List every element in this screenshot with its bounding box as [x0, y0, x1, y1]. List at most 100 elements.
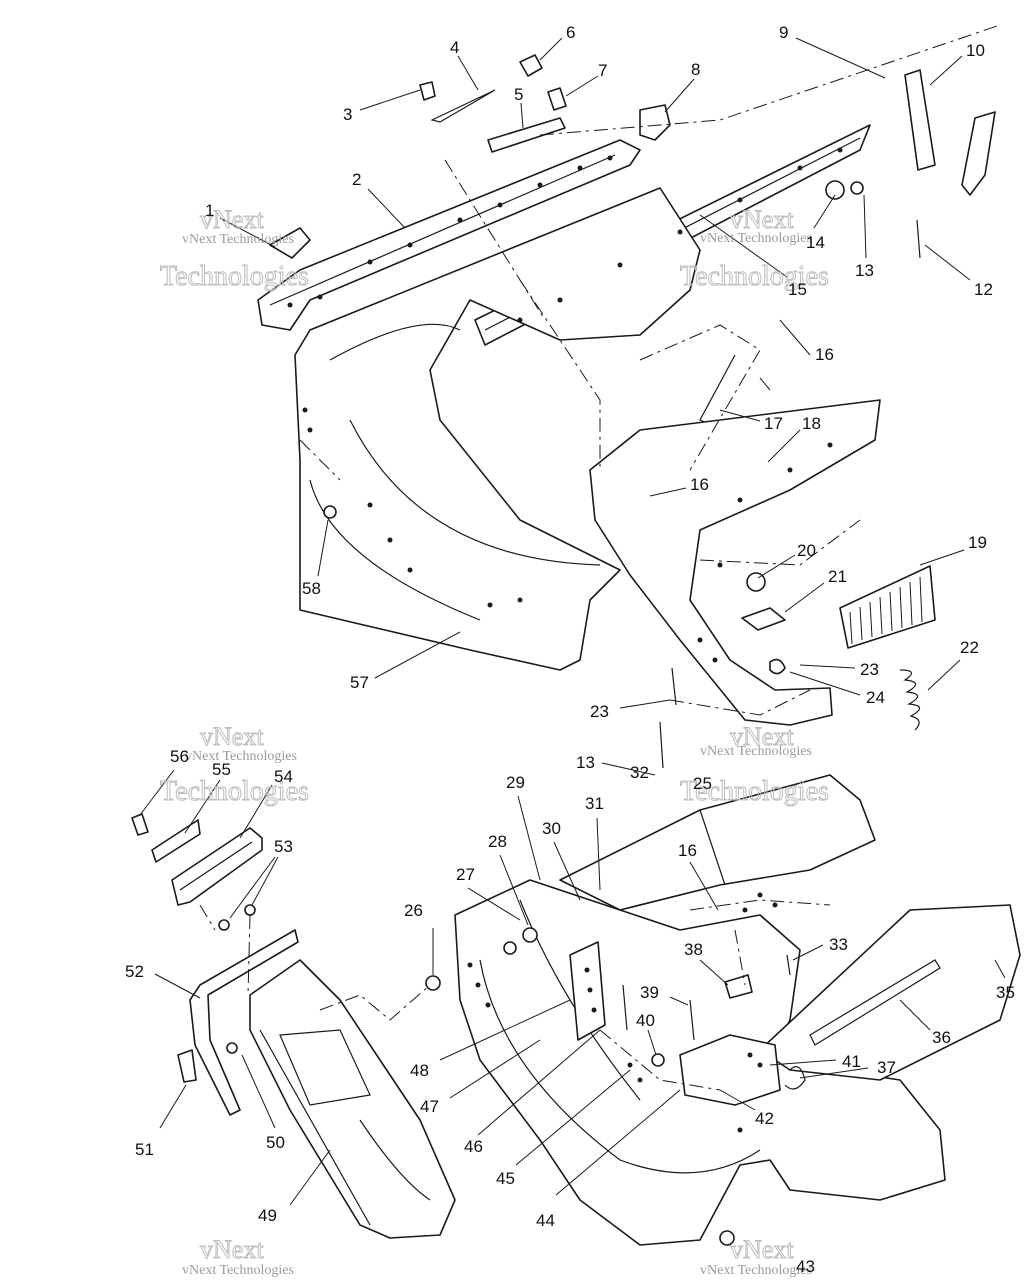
callout-10: 10 — [966, 41, 985, 60]
svg-text:vNext: vNext — [730, 205, 794, 234]
part-38-clip — [724, 974, 753, 999]
svg-text:vNext: vNext — [730, 722, 794, 751]
callout-47: 47 — [420, 1097, 439, 1116]
part-19-grill — [839, 565, 936, 649]
part-14-bushing — [825, 180, 845, 200]
lower-body-assembly — [131, 774, 1021, 1246]
svg-text:vNext Technologies: vNext Technologies — [182, 232, 294, 247]
upper-holes — [287, 147, 843, 663]
callout-19: 19 — [968, 533, 987, 552]
callout-44: 44 — [536, 1211, 555, 1230]
callout-29: 29 — [506, 773, 525, 792]
callout-23: 23 — [860, 660, 879, 679]
callout-21: 21 — [828, 567, 847, 586]
part-54-bracket — [171, 827, 263, 906]
part-4-strip — [430, 89, 496, 123]
callout-41: 41 — [842, 1052, 861, 1071]
svg-text:Technologies: Technologies — [160, 261, 309, 292]
callout-12: 12 — [974, 280, 993, 299]
callout-53: 53 — [274, 837, 293, 856]
lower-holes — [467, 892, 778, 1133]
part-33-fastener — [786, 954, 791, 976]
part-49-nose-panel — [249, 959, 456, 1239]
callout-17: 17 — [764, 414, 783, 433]
callout-16: 16 — [690, 475, 709, 494]
svg-text:vNext Technologies: vNext Technologies — [182, 1263, 294, 1278]
callout-48: 48 — [410, 1061, 429, 1080]
callout-38: 38 — [684, 940, 703, 959]
callout-13: 13 — [855, 261, 874, 280]
callout-28: 28 — [488, 832, 507, 851]
part-32-cover — [559, 774, 876, 911]
part-8-latch — [639, 104, 671, 141]
part-26-nut — [425, 975, 441, 991]
part-13-pin — [659, 721, 664, 769]
callout-45: 45 — [496, 1169, 515, 1188]
svg-text:vNext: vNext — [730, 1235, 794, 1264]
callout-15: 15 — [788, 280, 807, 299]
part-43-plug — [719, 1230, 735, 1246]
part-10-arm — [904, 69, 936, 171]
part-24-clip — [769, 658, 786, 675]
callout-16: 16 — [815, 345, 834, 364]
leader-lines — [139, 37, 1006, 1206]
callout-46: 46 — [464, 1137, 483, 1156]
part-7-bolt — [547, 87, 567, 111]
callout-16: 16 — [678, 841, 697, 860]
svg-text:vNext Technologies: vNext Technologies — [700, 744, 812, 759]
callout-58: 58 — [302, 579, 321, 598]
callout-37: 37 — [877, 1058, 896, 1077]
callout-1: 1 — [205, 201, 214, 220]
callout-2: 2 — [352, 170, 361, 189]
callout-24: 24 — [866, 688, 885, 707]
part-42-hinge — [679, 1034, 781, 1106]
part-1-bracket — [269, 227, 311, 259]
callout-51: 51 — [135, 1140, 154, 1159]
part-2-rail — [257, 139, 641, 331]
part-39-pin — [689, 999, 695, 1041]
part-55-strip — [151, 819, 201, 863]
callout-36: 36 — [932, 1028, 951, 1047]
callout-30: 30 — [542, 819, 561, 838]
part-21-bracket — [741, 607, 786, 631]
callout-43: 43 — [796, 1257, 815, 1276]
svg-text:vNext: vNext — [200, 205, 264, 234]
callout-50: 50 — [266, 1133, 285, 1152]
part-20-plug — [746, 572, 766, 592]
callout-3: 3 — [343, 105, 352, 124]
part-58-fastener — [323, 505, 337, 519]
callout-54: 54 — [274, 767, 293, 786]
svg-text:vNext: vNext — [200, 722, 264, 751]
part-46-plate — [569, 941, 606, 1041]
callout-23: 23 — [590, 702, 609, 721]
part-22-spring — [899, 669, 921, 731]
part-37-hook — [784, 1066, 806, 1090]
callout-55: 55 — [212, 760, 231, 779]
part-17-rod — [699, 354, 736, 426]
callout-6: 6 — [566, 23, 575, 42]
callout-8: 8 — [691, 60, 700, 79]
part-57-hood — [294, 187, 701, 671]
callout-52: 52 — [125, 962, 144, 981]
part-12-pin — [916, 219, 921, 259]
callout-18: 18 — [802, 414, 821, 433]
svg-text:Technologies: Technologies — [680, 261, 829, 292]
callout-labels: 1 2 3 4 5 6 7 8 9 10 12 13 13 14 15 16 1… — [125, 23, 1015, 1276]
callout-49: 49 — [258, 1206, 277, 1225]
part-28-grommet — [522, 927, 538, 943]
callout-13: 13 — [576, 753, 595, 772]
svg-text:Technologies: Technologies — [160, 776, 309, 807]
callout-31: 31 — [585, 794, 604, 813]
callout-14: 14 — [806, 233, 825, 252]
callout-32: 32 — [630, 763, 649, 782]
part-3-screw — [419, 81, 436, 101]
svg-text:vNext Technologies: vNext Technologies — [700, 1263, 812, 1278]
callout-39: 39 — [640, 983, 659, 1002]
svg-text:Technologies: Technologies — [680, 776, 829, 807]
callout-57: 57 — [350, 673, 369, 692]
callout-9: 9 — [779, 23, 788, 42]
callout-22: 22 — [960, 638, 979, 657]
callout-5: 5 — [514, 85, 523, 104]
svg-text:vNext Technologies: vNext Technologies — [185, 749, 297, 764]
upper-hood-assembly — [257, 24, 1001, 769]
